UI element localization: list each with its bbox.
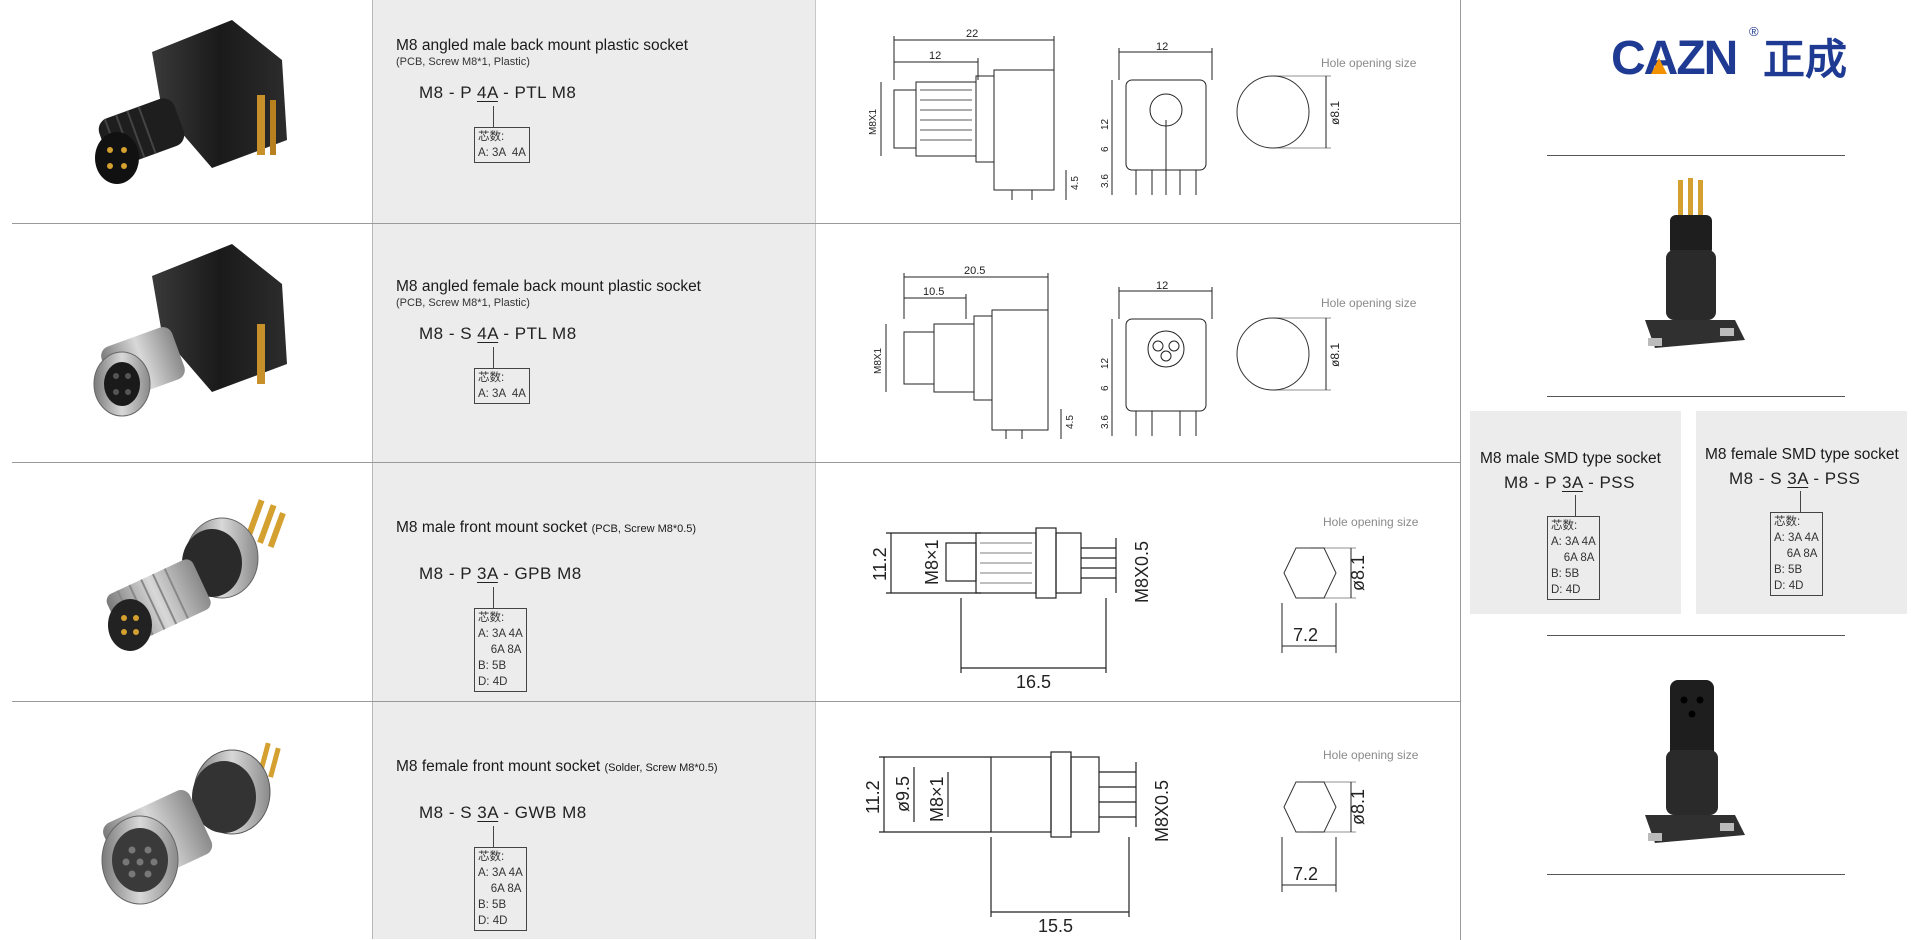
dim-hole-diameter: ø8.1: [1328, 343, 1342, 367]
product-subtitle: (PCB, Screw M8*1, Plastic): [396, 56, 530, 68]
angled-male-socket-image: [95, 20, 287, 184]
logo-brand: CAZN: [1611, 32, 1736, 85]
hole-opening-label: Hole opening size: [1323, 515, 1419, 529]
dim-thread: M8×1: [922, 539, 942, 585]
product-title: M8 male SMD type socket: [1480, 450, 1661, 467]
dim-hole-diameter: ø8.1: [1348, 789, 1368, 825]
dim-h1: 12: [1100, 118, 1111, 130]
logo-registered: ®: [1749, 26, 1759, 39]
dim-h3: 3.6: [1100, 174, 1111, 188]
logo-chinese: 正成: [1763, 35, 1847, 84]
product-text-cell: M8 angled male back mount plastic socket…: [373, 0, 816, 223]
core-count-box: 芯数: A: 3A 4A 6A 8A B: 5B D: 4D: [1547, 516, 1600, 600]
dim-hole-diameter: ø8.1: [1328, 101, 1342, 125]
hole-opening-label: Hole opening size: [1323, 748, 1419, 762]
dim-hole-width: 7.2: [1293, 864, 1318, 884]
product-subtitle: (PCB, Screw M8*1, Plastic): [396, 297, 530, 309]
product-photo-cell: [12, 0, 373, 223]
code-leader-line: [1800, 491, 1801, 513]
dim-width: 12: [1156, 280, 1168, 292]
hole-opening-label: Hole opening size: [1321, 56, 1417, 70]
dim-thread: M8X1: [868, 108, 879, 135]
technical-drawing-cell: 11.2 ø9.5 M8×1 M8X0.5 15.5 ø8.1 7.2 Hole…: [816, 702, 1460, 939]
dim-length: 16.5: [1016, 672, 1051, 692]
code-leader-line: [493, 587, 494, 609]
dim-thread: M8X1: [873, 347, 884, 374]
front-socket-drawing: 11.2 ø9.5 M8×1 M8X0.5 15.5 ø8.1 7.2: [863, 751, 1368, 936]
smd-female-panel: M8 female SMD type socket M8 - S 3A - PS…: [1696, 411, 1907, 614]
dim-partial: 12: [929, 50, 941, 62]
product-photo-cell: [12, 463, 373, 701]
code-leader-line: [493, 347, 494, 369]
core-count-box: 芯数: A: 3A 4A: [474, 127, 530, 163]
dim-length: 15.5: [1038, 916, 1073, 936]
front-female-socket-image: [101, 742, 281, 905]
product-text-cell: M8 female front mount socket (Solder, Sc…: [373, 702, 816, 939]
dim-width: 12: [1156, 41, 1168, 53]
product-title: M8 male front mount socket (PCB, Screw M…: [396, 519, 697, 536]
product-title: M8 female front mount socket (Solder, Sc…: [396, 758, 718, 775]
product-photo-cell: [12, 224, 373, 462]
product-code: M8 - P 3A - GPB M8: [419, 564, 582, 583]
core-count-box: 芯数: A: 3A 4A 6A 8A B: 5B D: 4D: [1770, 512, 1823, 596]
product-row: M8 female front mount socket (Solder, Sc…: [12, 702, 1460, 939]
product-photo-cell: [12, 702, 373, 939]
divider: [1547, 396, 1845, 397]
core-count-box: 芯数: A: 3A 4A 6A 8A B: 5B D: 4D: [474, 847, 527, 931]
dim-thread: M8×1: [927, 776, 947, 822]
product-row: M8 male front mount socket (PCB, Screw M…: [12, 463, 1460, 702]
dim-height: 11.2: [870, 547, 890, 581]
product-code: M8 - S 3A - PSS: [1729, 469, 1861, 488]
dim-h2: 6: [1100, 385, 1111, 391]
dim-h1: 12: [1100, 357, 1111, 369]
code-leader-line: [1575, 495, 1576, 517]
product-code: M8 - S 4A - PTL M8: [419, 324, 577, 343]
dim-overall: 22: [966, 28, 978, 40]
dim-pin: 4.5: [1070, 176, 1081, 190]
dim-h2: 6: [1100, 146, 1111, 152]
front-socket-drawing: 11.2 M8×1 M8X0.5 16.5 ø8.1 7.2: [870, 527, 1368, 692]
dim-diameter: ø9.5: [893, 776, 913, 812]
angled-female-socket-image: [93, 244, 287, 417]
product-code: M8 - P 4A - PTL M8: [419, 83, 577, 102]
product-row: M8 angled male back mount plastic socket…: [12, 0, 1460, 224]
code-leader-line: [493, 106, 494, 128]
product-text-cell: M8 male front mount socket (PCB, Screw M…: [373, 463, 816, 701]
product-title: M8 angled male back mount plastic socket: [396, 37, 689, 54]
divider: [1547, 874, 1845, 875]
cazn-logo-icon: CAZN 正成 ®: [1611, 24, 1847, 85]
hole-opening-label: Hole opening size: [1321, 296, 1417, 310]
product-title: M8 angled female back mount plastic sock…: [396, 278, 701, 295]
product-title: M8 female SMD type socket: [1705, 446, 1899, 463]
code-leader-line: [493, 826, 494, 848]
dim-thread-fine: M8X0.5: [1132, 541, 1152, 603]
product-table: M8 angled male back mount plastic socket…: [12, 0, 1461, 940]
brand-logo: CAZN 正成 ®: [1611, 24, 1881, 91]
technical-drawing-cell: 20.5 10.5 M8X1 4.5 12 12 6 3.6: [816, 224, 1460, 462]
product-code: M8 - P 3A - PSS: [1504, 473, 1635, 492]
dim-pin: 4.5: [1065, 415, 1076, 429]
angled-socket-drawing: 20.5 10.5 M8X1 4.5 12 12 6 3.6: [873, 265, 1342, 439]
dim-thread-fine: M8X0.5: [1152, 780, 1172, 842]
front-male-socket-image: [106, 499, 286, 651]
dim-hole-diameter: ø8.1: [1348, 555, 1368, 591]
core-count-box: 芯数: A: 3A 4A: [474, 368, 530, 404]
dim-overall: 20.5: [964, 265, 985, 277]
core-count-box: 芯数: A: 3A 4A 6A 8A B: 5B D: 4D: [474, 608, 527, 692]
dim-height: 11.2: [863, 780, 883, 814]
product-row: M8 angled female back mount plastic sock…: [12, 224, 1460, 463]
dim-partial: 10.5: [923, 286, 944, 298]
smd-male-socket-image: [1645, 178, 1745, 348]
angled-socket-drawing: 22 12 M8X1 4.5 12 12 6 3.6: [868, 28, 1342, 200]
divider: [1547, 155, 1845, 156]
technical-drawing-cell: 11.2 M8×1 M8X0.5 16.5 ø8.1 7.2 Hole open…: [816, 463, 1460, 701]
technical-drawing-cell: 22 12 M8X1 4.5 12 12 6 3.6: [816, 0, 1460, 223]
divider: [1547, 635, 1845, 636]
smd-female-socket-image: [1645, 680, 1745, 843]
smd-male-panel: M8 male SMD type socket M8 - P 3A - PSS …: [1470, 411, 1681, 614]
dim-h3: 3.6: [1100, 415, 1111, 429]
product-text-cell: M8 angled female back mount plastic sock…: [373, 224, 816, 462]
dim-hole-width: 7.2: [1293, 625, 1318, 645]
product-code: M8 - S 3A - GWB M8: [419, 803, 587, 822]
